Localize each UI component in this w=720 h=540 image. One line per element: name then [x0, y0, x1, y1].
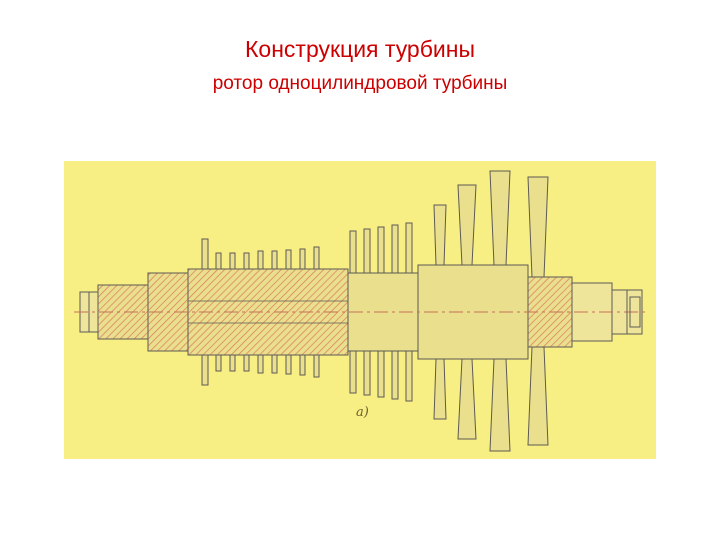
coupling-flanges	[88, 290, 641, 334]
slide-title: Конструкция турбины	[245, 36, 475, 62]
ip-stage-blades	[349, 222, 413, 402]
rotor-svg	[74, 170, 648, 452]
slide-subtitle: ротор одноцилиндровой турбины	[212, 73, 508, 94]
hp-stage-blades	[201, 238, 320, 386]
rotor-shaft	[74, 264, 648, 360]
figure-label: a)	[356, 405, 369, 420]
lp-stage-blades	[433, 170, 549, 452]
rotor-drawing: a)	[64, 161, 656, 459]
